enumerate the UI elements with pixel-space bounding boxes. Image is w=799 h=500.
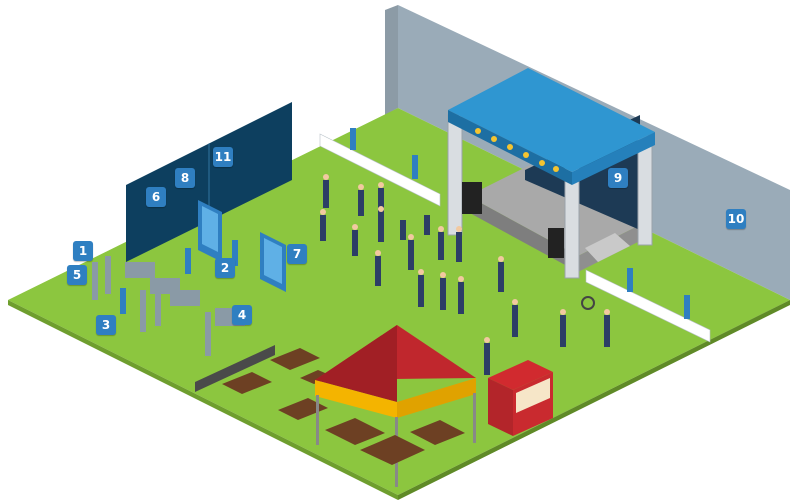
stage xyxy=(447,68,655,279)
grass-edge-left xyxy=(8,300,398,500)
info-screens xyxy=(198,200,286,292)
marker-3[interactable]: 3 xyxy=(96,315,116,335)
marker-9[interactable]: 9 xyxy=(608,168,628,188)
left-back-wall xyxy=(385,5,398,115)
picnic-tables xyxy=(222,348,332,420)
marker-5[interactable]: 5 xyxy=(67,265,87,285)
marker-6[interactable]: 6 xyxy=(146,187,166,207)
marker-8[interactable]: 8 xyxy=(175,168,195,188)
marker-4[interactable]: 4 xyxy=(232,305,252,325)
dark-backdrop-side xyxy=(208,143,210,223)
marker-2[interactable]: 2 xyxy=(215,258,235,278)
grass-edge-right xyxy=(398,300,790,500)
entry-gates xyxy=(92,256,245,356)
marker-1[interactable]: 1 xyxy=(73,241,93,261)
marker-11[interactable]: 11 xyxy=(213,147,233,167)
crowd xyxy=(320,174,610,375)
security-guards xyxy=(120,128,690,319)
wheelchair xyxy=(581,296,595,310)
marker-10[interactable]: 10 xyxy=(726,209,746,229)
food-tent xyxy=(315,325,476,487)
fence-back xyxy=(319,133,711,343)
marker-7[interactable]: 7 xyxy=(287,244,307,264)
low-fence xyxy=(195,345,275,392)
food-kiosk xyxy=(488,360,553,436)
